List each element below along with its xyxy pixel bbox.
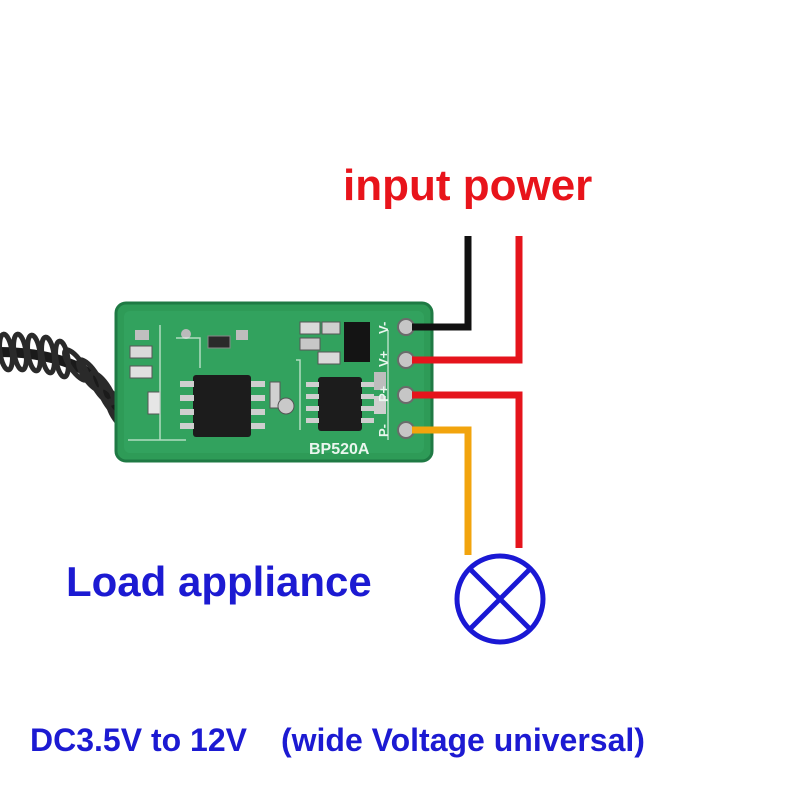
voltage-range-text: DC3.5V to 12V [30, 722, 247, 758]
load-appliance-label: Load appliance [66, 558, 372, 605]
receiver-module-board: V- V+ P+ P- BP520A [114, 301, 434, 463]
ic-chip-right [306, 377, 374, 431]
pin-label-v-minus: V- [376, 322, 391, 334]
wire-red-positive-input [412, 236, 523, 364]
pin-label-v-plus: V+ [376, 350, 391, 367]
input-power-heading: input power [343, 161, 593, 210]
pin-label-p-minus: P- [376, 424, 391, 437]
pin-label-p-plus: P+ [376, 385, 391, 402]
ic-chip-left [180, 375, 265, 437]
wire-orange-load-negative [412, 426, 472, 555]
voltage-caption: DC3.5V to 12V (wide Voltage universal) [30, 718, 645, 762]
wire-black-negative [412, 236, 472, 331]
wire-red-load-positive [412, 391, 523, 548]
lamp-icon [454, 553, 546, 645]
regulator-component [344, 322, 370, 362]
voltage-note-text: (wide Voltage universal) [280, 722, 645, 758]
board-model-marking: BP520A [309, 441, 370, 458]
smd-components [129, 321, 386, 415]
